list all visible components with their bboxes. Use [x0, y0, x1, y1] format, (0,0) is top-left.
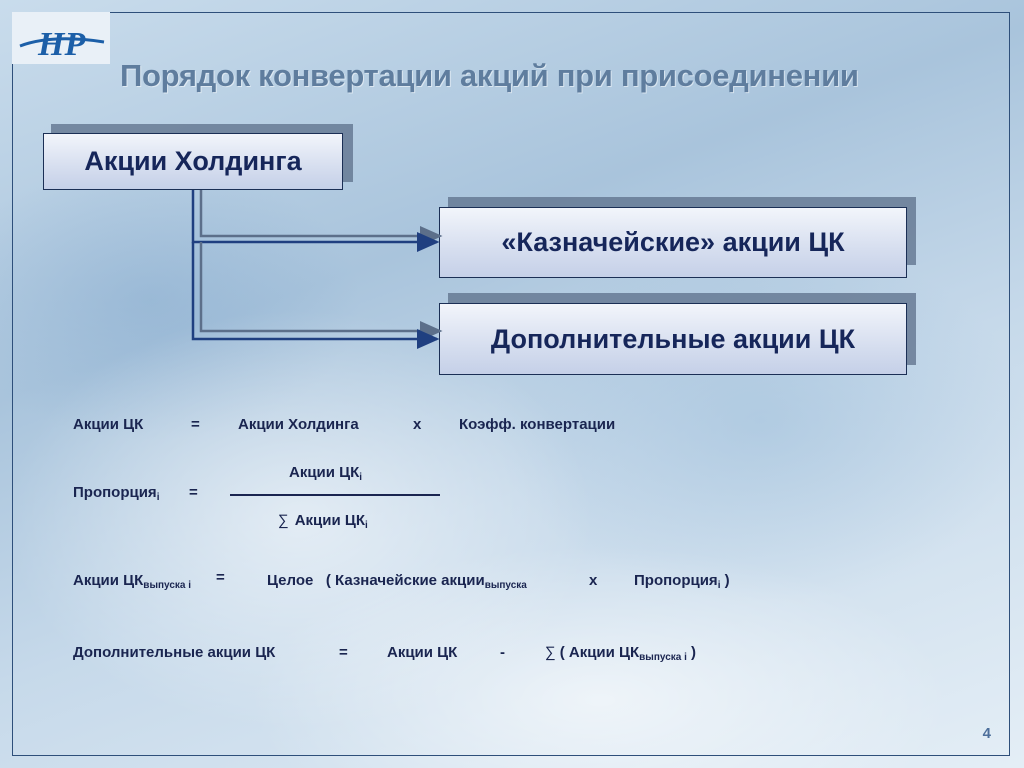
formula1-holding: Акции Холдинга — [238, 416, 359, 433]
arrow-to-treasury-shadow — [199, 190, 443, 246]
sum-symbol: ∑ — [545, 644, 556, 661]
slide-title: Порядок конвертации акций при присоедине… — [120, 58, 859, 93]
fraction-line — [230, 494, 440, 496]
additional-shares-box: Дополнительные акции ЦК — [439, 303, 907, 375]
logo-text: HP — [37, 26, 85, 63]
formula4-shares: Акции ЦК — [387, 644, 458, 661]
formula1-coefficient: Коэфф. конвертации — [459, 416, 616, 433]
formula4-minus: - — [500, 644, 505, 661]
page-number: 4 — [982, 725, 991, 742]
formula3-equals: = — [216, 569, 225, 586]
holding-shares-box: Акции Холдинга — [43, 133, 343, 190]
sum-symbol: ∑ — [278, 512, 289, 529]
formula2-lhs: Пропорцияi — [73, 484, 160, 503]
formula4-sum: ∑( Акции ЦКвыпуска i ) — [545, 644, 697, 663]
arrow-to-treasury — [191, 190, 440, 252]
formula1-lhs: Акции ЦК — [73, 416, 144, 433]
formula4-equals: = — [339, 644, 348, 661]
formula3-treasury: Целое ( Казначейские акциивыпуска — [267, 572, 527, 591]
formula3-proportion: Пропорцияi ) — [634, 572, 730, 591]
treasury-shares-box: «Казначейские» акции ЦК — [439, 207, 907, 278]
formula2-denominator: ∑Акции ЦКi — [278, 512, 368, 531]
formula4-lhs: Дополнительные акции ЦК — [73, 644, 276, 661]
formula3-lhs: Акции ЦКвыпуска i — [73, 572, 192, 591]
formula3-times: х — [589, 572, 598, 589]
formula1-times: х — [413, 416, 422, 433]
formula1-equals: = — [191, 416, 200, 433]
formula2-equals: = — [189, 484, 198, 501]
slide-frame — [12, 12, 1010, 756]
arrow-to-additional — [191, 242, 440, 349]
company-logo: HP — [12, 12, 110, 64]
arrow-to-additional-shadow — [199, 242, 443, 341]
formula2-numerator: Акции ЦКi — [289, 464, 363, 483]
